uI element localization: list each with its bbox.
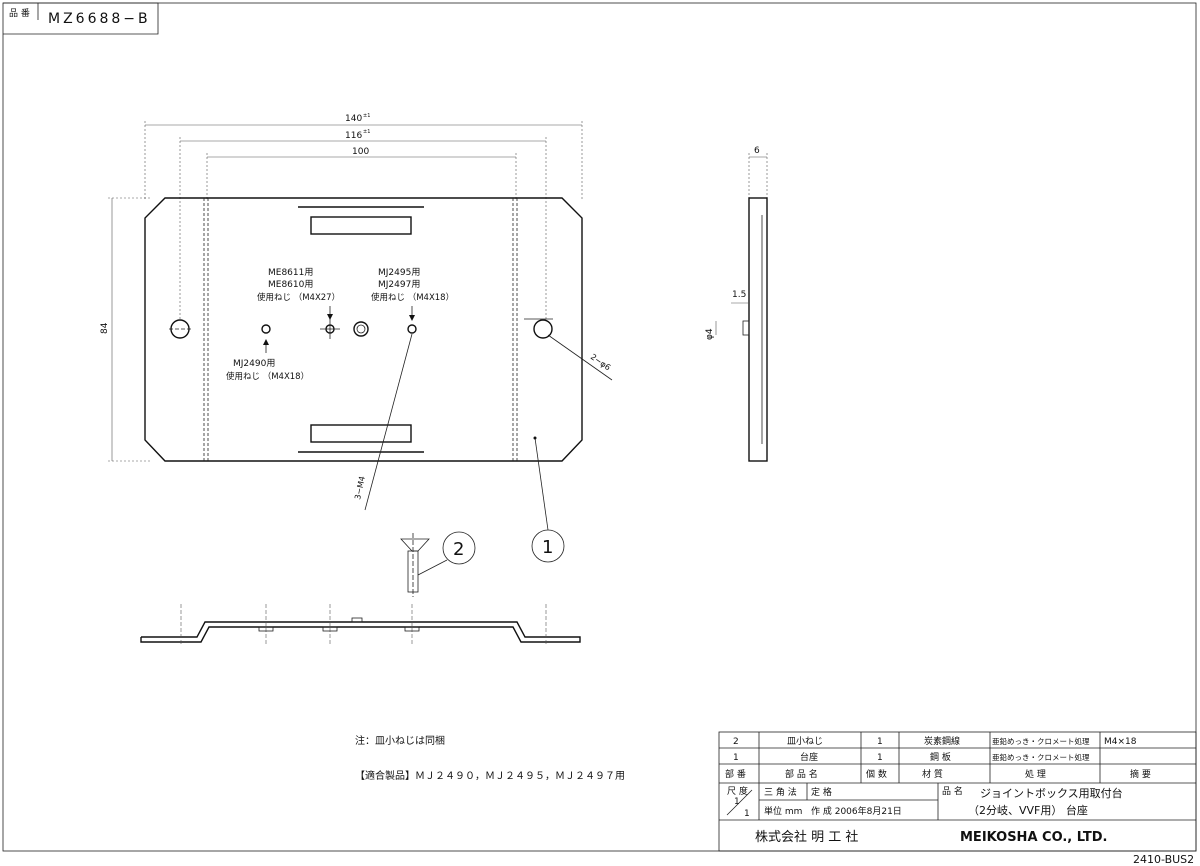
header-remarks: 摘 要	[1130, 768, 1151, 780]
plate-labels: ME8611用 ME8610用 使用ねじ （M4X27） MJ2495用 MJ2…	[226, 267, 454, 382]
label-me8610: ME8610用	[268, 279, 313, 290]
dim-100: 100	[352, 147, 369, 157]
dim-phi4: φ4	[705, 328, 715, 340]
label-mj2490: MJ2490用	[233, 358, 275, 369]
row2-remarks: M4×18	[1104, 737, 1137, 747]
scale-bottom: 1	[744, 809, 750, 819]
label-mj2497: MJ2497用	[378, 279, 420, 290]
label-screw-m4x27: 使用ねじ （M4X27）	[257, 292, 340, 303]
row2-name: 皿小ねじ	[787, 736, 823, 747]
plate-side-view: 6 1.5 φ4	[705, 146, 768, 462]
row2-material: 炭素鋼線	[924, 735, 960, 747]
row2-no: 2	[733, 737, 739, 747]
header-qty: 個 数	[866, 768, 887, 780]
balloon-1: 1	[531, 529, 565, 563]
label-me8611: ME8611用	[268, 267, 313, 278]
product-name-1: ジョイントボックス用取付台	[980, 786, 1123, 800]
company-jp: 株式会社 明 工 社	[755, 829, 858, 845]
dim-6: 6	[754, 146, 760, 156]
part-number-box: 品 番 MZ6688−B	[3, 2, 159, 35]
dim-1-5: 1.5	[732, 290, 746, 300]
scale-label: 尺 度	[727, 785, 748, 797]
drawing-code: 2410-BUS2	[1133, 853, 1194, 866]
part-number-value: MZ6688−B	[48, 11, 151, 27]
unit: 単位 mm	[764, 805, 802, 817]
row2-qty: 1	[877, 737, 883, 747]
title-block: 2 皿小ねじ 1 炭素鋼線 亜鉛めっき・クロメート処理 M4×18 1 台座 1…	[718, 731, 1197, 852]
drawing-frame	[2, 2, 1197, 852]
plate-top-view	[144, 197, 583, 462]
label-screw-m4x18-b: 使用ねじ （M4X18）	[226, 371, 309, 382]
label-2-phi6: 2−φ6	[589, 352, 612, 372]
dim-116: 116	[345, 131, 362, 141]
label-3-m4: 3−M4	[353, 475, 367, 500]
label-mj2495: MJ2495用	[378, 267, 420, 278]
tolerance: 定 格	[811, 786, 832, 798]
header-name: 部 品 名	[785, 768, 818, 780]
leaders: 3−M4 2−φ6	[353, 333, 613, 576]
label-screw-m4x18-a: 使用ねじ （M4X18）	[371, 292, 454, 303]
row2-finish: 亜鉛めっき・クロメート処理	[992, 736, 1090, 746]
row1-material: 鋼 板	[930, 751, 951, 763]
dim-140-tol: ±1	[363, 113, 370, 119]
row1-no: 1	[733, 753, 739, 763]
balloon-2: 2	[442, 531, 476, 565]
note-screw-bundled: 注：皿小ねじは同梱	[355, 734, 445, 747]
screw-drawing	[400, 533, 430, 597]
created-date: 作 成 2006年8月21日	[811, 805, 902, 817]
header-material: 材 質	[922, 768, 943, 780]
row1-finish: 亜鉛めっき・クロメート処理	[992, 752, 1090, 762]
dim-140: 140	[345, 114, 362, 124]
svg-text:1: 1	[542, 537, 553, 558]
svg-text:2: 2	[453, 539, 464, 560]
header-no: 部 番	[725, 768, 746, 780]
product-name-label: 品 名	[942, 785, 963, 797]
product-name-2: （2分岐、VVF用） 台座	[968, 803, 1088, 817]
row1-name: 台座	[800, 751, 818, 763]
dim-116-tol: ±1	[363, 129, 370, 135]
company-en: MEIKOSHA CO., LTD.	[960, 830, 1107, 845]
dim-84: 84	[100, 322, 110, 334]
note-compatible-products: 【適合製品】ＭＪ２４９０，ＭＪ２４９５，ＭＪ２４９７用	[355, 769, 625, 782]
top-dimensions: 140 ±1 116 ±1 100 84	[100, 113, 583, 462]
plate-front-profile	[140, 604, 581, 645]
projection: 三 角 法	[764, 786, 797, 798]
scale-top: 1	[734, 797, 740, 807]
row1-qty: 1	[877, 753, 883, 763]
header-finish: 処 理	[1025, 768, 1046, 780]
part-number-label: 品 番	[9, 7, 30, 19]
